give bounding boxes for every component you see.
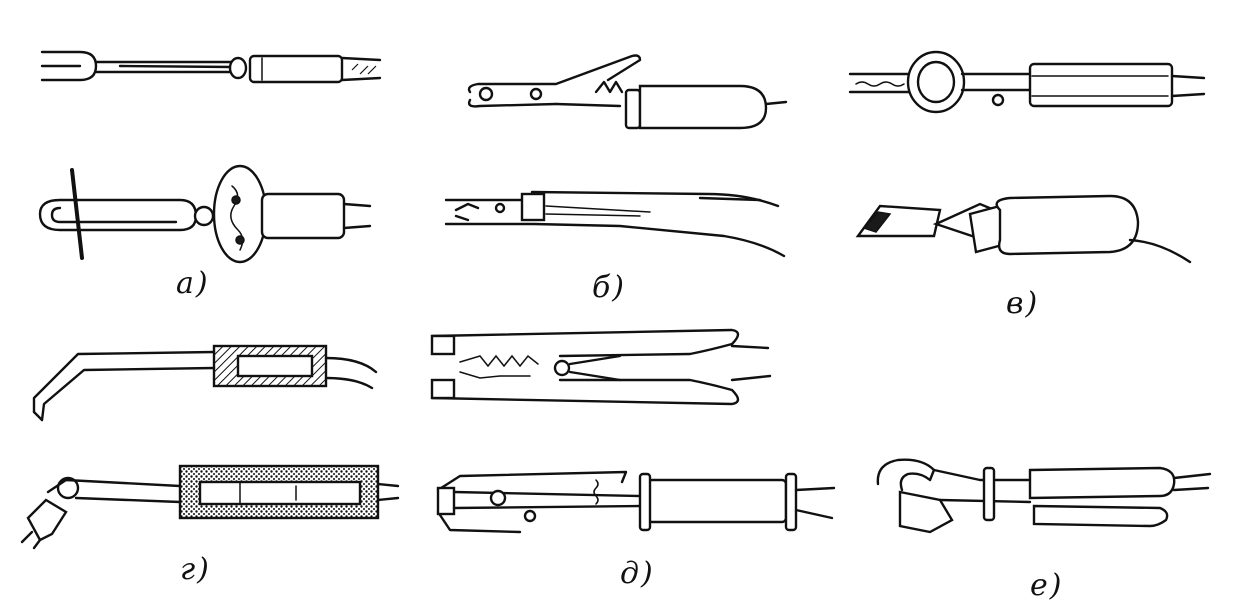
holder-g-rod [32, 344, 378, 422]
holder-d-tongs-top [430, 328, 772, 406]
label-e: е) [1030, 568, 1064, 603]
label-b: б) [592, 270, 627, 305]
holder-b-spring [467, 54, 788, 130]
holder-a-clamp [38, 164, 372, 264]
holder-d-lever [436, 470, 836, 534]
holder-a-fork [40, 50, 382, 84]
label-v: в) [1006, 286, 1040, 321]
holder-v-angled [855, 194, 1192, 264]
label-d: д) [620, 556, 655, 591]
label-g: г) [180, 552, 211, 587]
holder-v-ring [848, 50, 1206, 114]
label-a: а) [176, 266, 210, 301]
holder-g-cartridge [20, 464, 400, 550]
holder-b-tongs [444, 190, 786, 258]
holder-e-hook [876, 458, 1212, 534]
